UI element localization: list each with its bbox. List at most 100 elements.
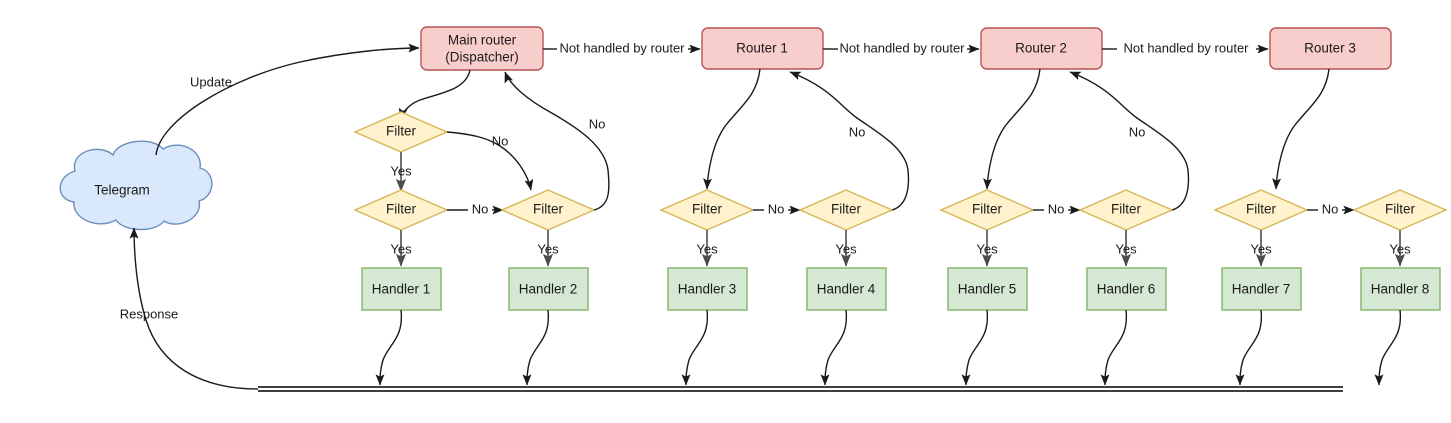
- handler-1-node[interactable]: Handler 1: [361, 267, 442, 311]
- yes-label-4: Yes: [696, 241, 718, 256]
- filter-d-label: Filter: [692, 202, 723, 217]
- update-edge: Update: [155, 43, 420, 156]
- router-3-to-filter-h: [1272, 68, 1330, 190]
- filter-a-no-edge: No: [446, 131, 534, 191]
- handler-7-node[interactable]: Handler 7: [1221, 267, 1302, 311]
- not-handled-label-2: Not handled by router: [839, 40, 965, 55]
- handler-1-box[interactable]: [361, 267, 442, 311]
- response-edge: Response: [120, 227, 259, 390]
- response-label: Response: [120, 306, 179, 321]
- filter-i-node[interactable]: Filter: [1352, 189, 1448, 231]
- telegram-cloud: Telegram: [59, 140, 213, 231]
- yes-label-2: Yes: [390, 241, 412, 256]
- filter-g-yes-edge: Yes: [1115, 230, 1137, 267]
- handler-3-node[interactable]: Handler 3: [667, 267, 748, 311]
- filter-f-no-edge: No: [1033, 201, 1081, 216]
- main-router-label-line1: Main router: [448, 33, 517, 48]
- yes-label-3: Yes: [537, 241, 559, 256]
- router-3-label: Router 3: [1304, 41, 1356, 56]
- yes-label-7: Yes: [1115, 241, 1137, 256]
- filter-c-yes-edge: Yes: [537, 230, 559, 267]
- filter-f-node[interactable]: Filter: [939, 189, 1035, 231]
- not-handled-label-1: Not handled by router: [559, 40, 685, 55]
- handler-3-label: Handler 3: [678, 282, 737, 297]
- yes-label-5: Yes: [835, 241, 857, 256]
- handler-6-label: Handler 6: [1097, 282, 1156, 297]
- main-router-label-line2: (Dispatcher): [445, 50, 519, 65]
- no-label-2: No: [472, 201, 489, 216]
- handler-7-label: Handler 7: [1232, 282, 1291, 297]
- filter-c-label: Filter: [533, 202, 564, 217]
- filter-e-label: Filter: [831, 202, 862, 217]
- filter-h-yes-edge: Yes: [1250, 230, 1272, 267]
- handler-2-label: Handler 2: [519, 282, 578, 297]
- router-2-label: Router 2: [1015, 41, 1067, 56]
- not-handled-label-3: Not handled by router: [1123, 40, 1249, 55]
- filter-g-no-edge: No: [1069, 71, 1190, 211]
- telegram-label: Telegram: [94, 183, 150, 198]
- no-label-7: No: [1129, 124, 1146, 139]
- router-3-box[interactable]: [1269, 27, 1392, 70]
- yes-label-9: Yes: [1389, 241, 1411, 256]
- handler-4-label: Handler 4: [817, 282, 876, 297]
- router-1-to-filter-d: [703, 68, 761, 190]
- handler-4-box[interactable]: [806, 267, 887, 311]
- no-label-5: No: [849, 124, 866, 139]
- filter-a-node[interactable]: Filter: [353, 111, 449, 153]
- no-label-4: No: [768, 201, 785, 216]
- filter-f-yes-edge: Yes: [976, 230, 998, 267]
- no-label-6: No: [1048, 201, 1065, 216]
- yes-label-8: Yes: [1250, 241, 1272, 256]
- update-label: Update: [190, 74, 232, 89]
- filter-a-yes-edge: Yes: [390, 152, 412, 192]
- yes-label-6: Yes: [976, 241, 998, 256]
- router-1-node[interactable]: Router 1: [701, 27, 824, 70]
- router-2-node[interactable]: Router 2: [980, 27, 1103, 70]
- handler-3-box[interactable]: [667, 267, 748, 311]
- no-label-8: No: [1322, 201, 1339, 216]
- handler-8-node[interactable]: Handler 8: [1360, 267, 1441, 311]
- filter-i-label: Filter: [1385, 202, 1416, 217]
- filter-b-node[interactable]: Filter: [353, 189, 449, 231]
- filter-b-yes-edge: Yes: [390, 230, 412, 267]
- handler-6-node[interactable]: Handler 6: [1086, 267, 1167, 311]
- router-1-label: Router 1: [736, 41, 788, 56]
- handler-4-node[interactable]: Handler 4: [806, 267, 887, 311]
- handler-2-box[interactable]: [508, 267, 589, 311]
- handler-1-label: Handler 1: [372, 282, 431, 297]
- filter-f-label: Filter: [972, 202, 1003, 217]
- filter-d-yes-edge: Yes: [696, 230, 718, 267]
- main-router-to-filter-a: [398, 69, 471, 120]
- filter-c-node[interactable]: Filter: [500, 189, 596, 231]
- handler-8-box[interactable]: [1360, 267, 1441, 311]
- filter-b-label: Filter: [386, 202, 417, 217]
- router-3-node[interactable]: Router 3: [1269, 27, 1392, 70]
- handler-5-node[interactable]: Handler 5: [947, 267, 1028, 311]
- main-router-node[interactable]: Main router (Dispatcher): [420, 26, 544, 71]
- filter-c-no-edge: No: [504, 71, 610, 211]
- handler-5-label: Handler 5: [958, 282, 1017, 297]
- filter-d-no-edge: No: [753, 201, 801, 216]
- filter-g-label: Filter: [1111, 202, 1142, 217]
- handler-7-box[interactable]: [1221, 267, 1302, 311]
- router-2-to-filter-f: [983, 68, 1041, 190]
- no-label-1: No: [492, 133, 509, 148]
- no-label-3: No: [589, 116, 606, 131]
- filter-d-node[interactable]: Filter: [659, 189, 755, 231]
- filter-e-yes-edge: Yes: [835, 230, 857, 267]
- handler-6-box[interactable]: [1086, 267, 1167, 311]
- filter-g-node[interactable]: Filter: [1078, 189, 1174, 231]
- yes-label-1: Yes: [390, 163, 412, 178]
- response-bus: [258, 386, 1343, 392]
- filter-h-no-edge: No: [1307, 201, 1355, 216]
- filter-e-node[interactable]: Filter: [798, 189, 894, 231]
- filter-i-yes-edge: Yes: [1389, 230, 1411, 267]
- filter-a-label: Filter: [386, 124, 417, 139]
- router-chain-edges: Not handled by router Not handled by rou…: [543, 40, 1269, 55]
- filter-h-node[interactable]: Filter: [1213, 189, 1309, 231]
- handler-2-node[interactable]: Handler 2: [508, 267, 589, 311]
- filter-e-no-edge: No: [789, 71, 910, 211]
- filter-b-no-edge: No: [447, 201, 504, 216]
- filter-h-label: Filter: [1246, 202, 1277, 217]
